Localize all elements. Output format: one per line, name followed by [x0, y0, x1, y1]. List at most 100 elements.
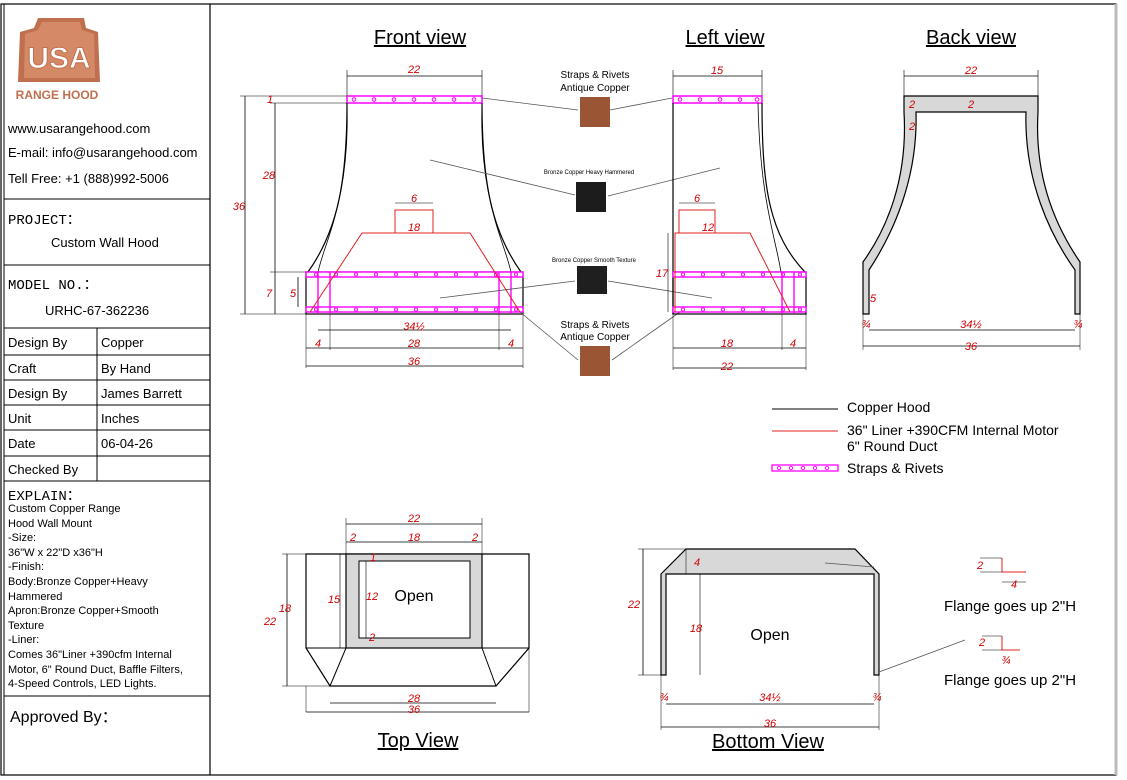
- svg-text:22: 22: [720, 361, 733, 373]
- antique-copper-swatch-bottom: [580, 346, 610, 376]
- material-swatches: Straps & Rivets Antique Copper Bronze Co…: [429, 70, 721, 376]
- svg-text:RANGE HOOD: RANGE HOOD: [16, 88, 99, 102]
- svg-text:Straps & Rivets: Straps & Rivets: [561, 320, 630, 331]
- spec-value-unit: Inches: [101, 411, 140, 426]
- project-label: PROJECT：: [8, 213, 81, 229]
- svg-text:5: 5: [290, 288, 297, 300]
- svg-text:1: 1: [267, 94, 273, 106]
- antique-copper-swatch-top: [580, 97, 610, 127]
- svg-text:2: 2: [368, 632, 375, 644]
- svg-text:¾: ¾: [861, 319, 870, 331]
- hammered-swatch: [576, 182, 606, 212]
- spec-label-checked: Checked By: [8, 462, 79, 477]
- svg-text:4: 4: [508, 338, 514, 350]
- svg-text:4: 4: [315, 338, 321, 350]
- svg-text:Bronze Copper Smooth Texture: Bronze Copper Smooth Texture: [552, 258, 637, 264]
- spec-label-unit: Unit: [8, 411, 32, 426]
- flange-note-1: Flange goes up 2"H: [944, 598, 1076, 615]
- svg-text:4: 4: [694, 557, 700, 569]
- legend-copper-hood: Copper Hood: [847, 399, 930, 415]
- spec-value-designer: James Barrett: [101, 386, 182, 401]
- smooth-swatch: [577, 266, 607, 294]
- svg-text:36: 36: [408, 704, 421, 716]
- project-value: Custom Wall Hood: [51, 235, 159, 250]
- legend-duct: 6" Round Duct: [847, 438, 938, 454]
- svg-text:2: 2: [967, 99, 974, 111]
- svg-text:28: 28: [262, 170, 276, 182]
- svg-text:4: 4: [1011, 579, 1017, 591]
- svg-text:2: 2: [908, 121, 915, 133]
- left-view-title: Left view: [686, 27, 765, 49]
- back-view-drawing: 22 2 2 2 5 ¾ 34½ ¾ 36: [861, 65, 1082, 353]
- svg-text:¾: ¾: [1001, 655, 1010, 667]
- svg-text:18: 18: [721, 338, 734, 350]
- left-view-drawing: 15 6 12 17 18 4 22: [656, 65, 807, 373]
- svg-text:12: 12: [366, 591, 378, 603]
- bottom-view-title: Bottom View: [712, 731, 824, 753]
- svg-text:36: 36: [965, 341, 978, 353]
- explain-label: EXPLAIN：: [8, 489, 81, 505]
- title-block-grid: [3, 4, 210, 775]
- svg-text:28: 28: [407, 338, 421, 350]
- svg-text:Antique Copper: Antique Copper: [560, 332, 630, 343]
- legend-straps: Straps & Rivets: [847, 460, 943, 476]
- svg-text:¾: ¾: [1073, 319, 1082, 331]
- svg-text:17: 17: [656, 268, 669, 280]
- front-dim-22: 22: [407, 64, 420, 76]
- svg-text:1: 1: [370, 552, 376, 564]
- top-view-title: Top View: [378, 730, 459, 752]
- front-view-title: Front view: [374, 27, 467, 49]
- svg-text:5: 5: [870, 293, 877, 305]
- title-block: www.usarangehood.com E-mail: info@usaran…: [0, 0, 211, 780]
- svg-text:34½: 34½: [960, 319, 981, 331]
- top-view-open-label: Open: [394, 588, 433, 605]
- front-view-drawing: 22 6 18: [233, 64, 524, 368]
- svg-text:18: 18: [408, 532, 421, 544]
- email-text: E-mail: info@usarangehood.com: [8, 145, 198, 160]
- svg-text:Straps & Rivets: Straps & Rivets: [561, 70, 630, 81]
- explain-text: Custom Copper Range Hood Wall Mount -Siz…: [8, 503, 183, 691]
- svg-text:22: 22: [964, 65, 977, 77]
- svg-text:2: 2: [978, 637, 985, 649]
- flange-note-2: Flange goes up 2"H: [944, 672, 1076, 689]
- svg-text:2: 2: [908, 99, 915, 111]
- svg-text:34½: 34½: [759, 692, 780, 704]
- svg-text:15: 15: [711, 65, 724, 77]
- legend-liner: 36" Liner +390CFM Internal Motor: [847, 422, 1059, 438]
- svg-text:¾: ¾: [659, 692, 668, 704]
- svg-text:18: 18: [690, 623, 703, 635]
- phone-text: Tell Free: +1 (888)992-5006: [8, 171, 169, 186]
- svg-text:22: 22: [407, 513, 420, 525]
- top-view-drawing: 22 2 18 2 Open 1 22 18 15 12 2 28 36: [263, 513, 530, 716]
- svg-text:12: 12: [702, 222, 714, 234]
- spec-value-craft: By Hand: [101, 361, 151, 376]
- approved-by-label: Approved By：: [10, 709, 118, 726]
- bottom-view-drawing: Open 22 4 18 ¾ 34½ ¾ 36 2 4 Flange goes …: [627, 548, 1076, 730]
- svg-text:28: 28: [407, 693, 421, 705]
- svg-text:2: 2: [349, 532, 356, 544]
- spec-value-design: Copper: [101, 335, 144, 350]
- usa-range-hood-logo: USA RANGE HOOD: [16, 18, 100, 102]
- legend: Copper Hood 36" Liner +390CFM Internal M…: [771, 399, 1059, 476]
- svg-text:36: 36: [408, 356, 421, 368]
- spec-label-designer: Design By: [8, 386, 68, 401]
- bottom-view-open-label: Open: [750, 627, 789, 644]
- svg-text:18: 18: [279, 603, 292, 615]
- svg-text:15: 15: [328, 594, 341, 606]
- svg-text:18: 18: [408, 222, 421, 234]
- svg-text:¾: ¾: [872, 692, 881, 704]
- svg-text:36: 36: [764, 718, 777, 730]
- svg-text:Antique Copper: Antique Copper: [560, 83, 630, 94]
- svg-text:22: 22: [627, 599, 640, 611]
- svg-text:7: 7: [266, 288, 273, 300]
- website-text: www.usarangehood.com: [8, 121, 151, 136]
- svg-text:4: 4: [790, 338, 796, 350]
- back-view-title: Back view: [926, 27, 1017, 49]
- svg-text:2: 2: [976, 560, 983, 572]
- spec-label-date: Date: [8, 436, 36, 451]
- spec-value-date: 06-04-26: [101, 436, 154, 451]
- model-value: URHC-67-362236: [45, 303, 150, 318]
- svg-text:36: 36: [233, 201, 246, 213]
- svg-text:6: 6: [411, 193, 418, 205]
